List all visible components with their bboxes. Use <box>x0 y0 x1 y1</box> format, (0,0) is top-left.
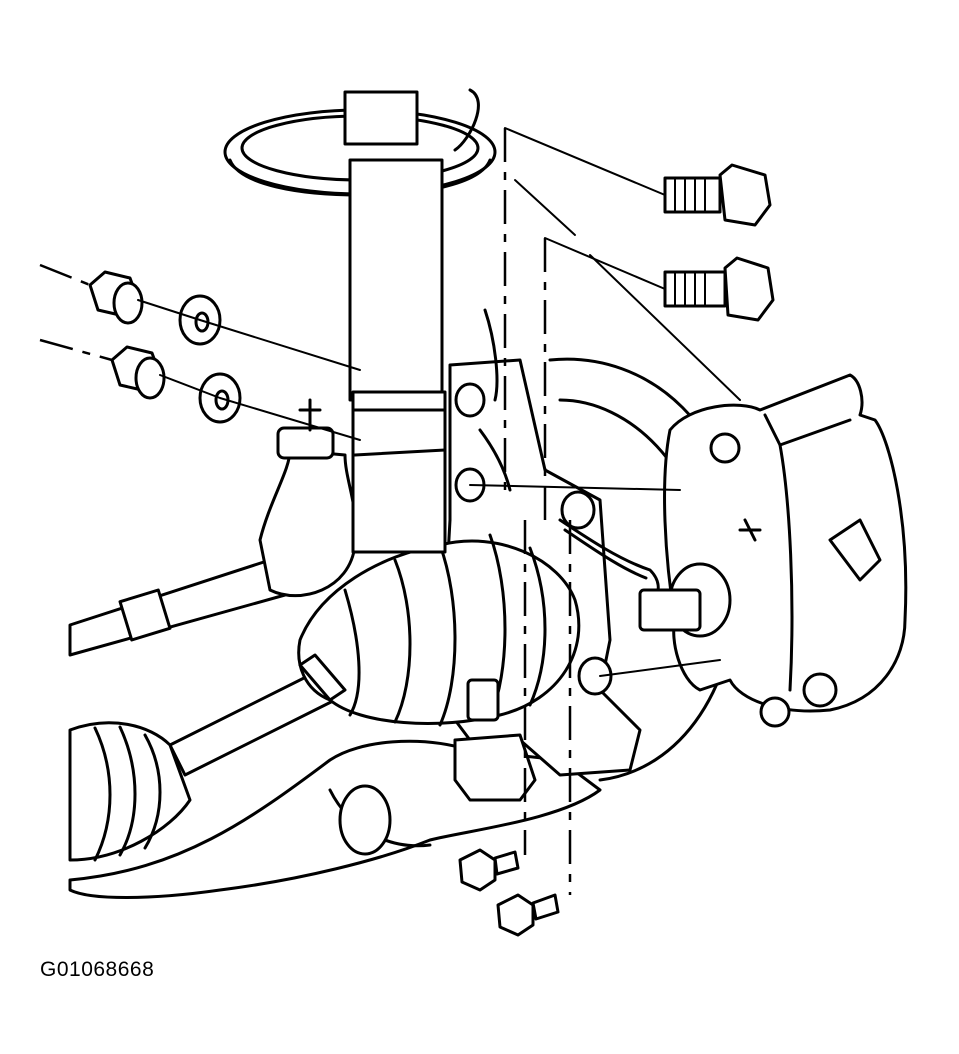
exploded-view-lines <box>39 127 741 895</box>
lower-strut-bolt <box>663 256 775 322</box>
lower-ball-joint <box>453 678 537 802</box>
upper-strut-bolt <box>663 163 772 227</box>
tie-rod <box>68 558 287 657</box>
ball-joint-bolt-upper <box>458 848 520 892</box>
brake-caliper <box>638 373 908 728</box>
outer-tie-rod-end <box>258 398 358 598</box>
outer-cv-boot <box>297 533 581 727</box>
strut-assembly <box>223 88 512 554</box>
strut-nut-upper <box>88 270 144 325</box>
axle-shaft-inner-boot <box>68 668 337 862</box>
figure-id-label: G01068668 <box>40 958 155 981</box>
strut-nut-lower <box>110 345 166 400</box>
ball-joint-bolt-lower <box>496 893 560 937</box>
